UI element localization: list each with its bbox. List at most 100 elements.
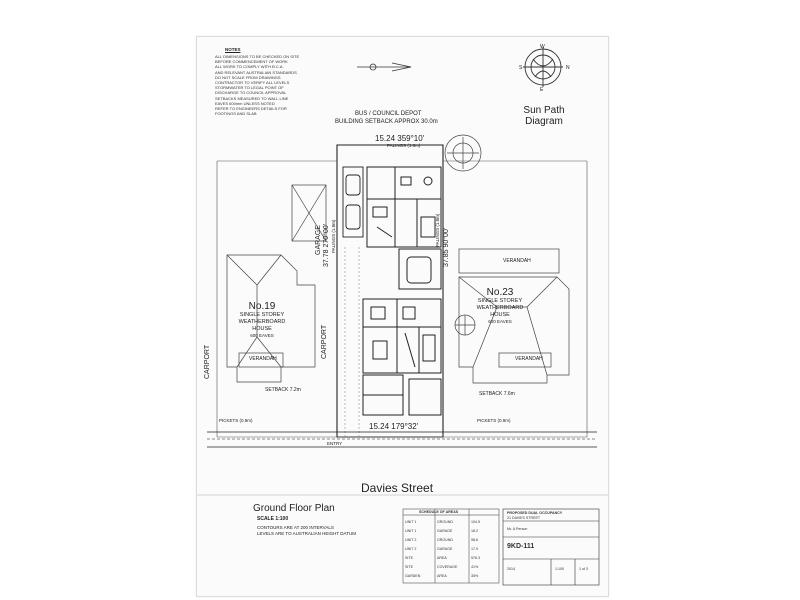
plan-note2: LEVELS ARE TO AUSTRALIAN HEIGHT DATUM (257, 531, 356, 536)
schedule-cell: SITE (405, 556, 413, 560)
no23-number: No.23 (486, 287, 514, 298)
site-boundary (336, 144, 444, 438)
garage-label: GARAGE (315, 225, 322, 255)
compass-e: E (540, 87, 544, 93)
schedule-cell: GARDEN (405, 574, 421, 578)
no23-line3: HOUSE (490, 312, 510, 318)
compass-s: S (519, 65, 523, 71)
no23-eaves: 600 EAVES (488, 319, 512, 324)
street-name: Davies Street (361, 481, 434, 495)
plan-note1: CONTOURS ARE AT 200 INTERVALS (257, 525, 334, 530)
pickets-right-label: PICKETS (0.9m) (477, 418, 511, 423)
left-boundary-group: GARAGE (315, 225, 322, 255)
house-no19-outline (226, 254, 316, 383)
title-block (502, 508, 600, 586)
verandah-left-label: VERANDAH (249, 356, 277, 362)
notes-line: AND RELEVANT AUSTRALIAN STANDARDS (215, 69, 297, 75)
plan-title: Ground Floor Plan (253, 503, 335, 514)
driveway (344, 247, 360, 437)
setback-right-label: SETBACK 7.6m (479, 391, 515, 397)
neighbour-garage (291, 184, 327, 242)
no19-eaves: 600 EAVES (250, 333, 274, 338)
tree-icons (444, 134, 482, 336)
schedule-cell: 41% (471, 565, 479, 569)
rear-label-line2: BUILDING SETBACK APPROX 30.0m (335, 119, 438, 125)
left-palings-label: PALINGS (1.8m) (331, 219, 336, 253)
drawing-sheet: NOTES ALL DIMENSIONS TO BE CHECKED ON SI… (196, 36, 609, 597)
schedule-table (402, 508, 500, 584)
verandah-top-right-label: VERANDAH (503, 258, 531, 264)
schedule-cell: UNIT 2 (405, 547, 417, 551)
no19-number: No.19 (248, 301, 276, 312)
schedule-cell: 98.6 (471, 538, 478, 542)
compass-rose-icon (523, 47, 563, 87)
title-block-address: 21 DAVIES STREET (507, 516, 541, 520)
front-fence (207, 431, 597, 448)
title-block-drawing-number: 9KD-111 (507, 543, 535, 550)
title-block-date: 2014 (507, 567, 515, 571)
house-no23-label: No.23 SINGLE STOREY WEATHERBOARD HOUSE 6… (467, 287, 533, 325)
compass-n: N (566, 65, 570, 71)
sun-path-title-line1: Sun Path (523, 105, 565, 116)
unit1-garage (398, 248, 442, 290)
right-boundary-dimension: 37.85 90°00' (443, 227, 450, 267)
notes-line: REFER TO ENGINEERS DETAILS FOR (215, 106, 287, 112)
title-block-project: PROPOSED DUAL OCCUPANCY (507, 511, 563, 515)
schedule-row: UNIT 2 GROUND 98.6 (405, 537, 497, 546)
verandah-right-label: VERANDAH (515, 356, 543, 362)
sun-path-title-line2: Diagram (525, 116, 563, 127)
no23-line1: SINGLE STOREY (477, 298, 523, 304)
schedule-cell: 576.3 (471, 556, 480, 560)
schedule-heading: SCHEDULE OF AREAS (419, 510, 459, 514)
schedule-cell: GARAGE (437, 529, 453, 533)
rear-label-line1: BUS / COUNCIL DEPOT (355, 111, 422, 117)
schedule-cell: COVERAGE (437, 565, 458, 569)
schedule-cell: 35% (471, 574, 479, 578)
notes-line: ALL WORK TO COMPLY WITH B.C.A. (215, 64, 284, 70)
sun-path-title: Sun Path Diagram (519, 105, 569, 127)
no19-line3: HOUSE (252, 326, 272, 332)
title-block-scale: 1:100 (555, 567, 564, 571)
plan-drawing (197, 47, 608, 586)
entry-label: ENTRY (327, 441, 343, 446)
no23-line2: WEATHERBOARD (476, 305, 524, 311)
rear-boundary-dimension: 15.24 359°10' (375, 134, 425, 143)
schedule-cell: UNIT 2 (405, 538, 417, 542)
schedule-row: UNIT 1 GARAGE 18.2 (405, 528, 497, 537)
notes-line: ALL DIMENSIONS TO BE CHECKED ON SITE (215, 54, 300, 59)
schedule-cell: GROUND (437, 538, 453, 542)
schedule-cell: UNIT 1 (405, 520, 417, 524)
notes-line: BEFORE COMMENCEMENT OF WORK (215, 59, 288, 65)
title-block-sheet: 1 of 3 (579, 567, 588, 571)
front-boundary-dimension: 15.24 179°32' (369, 422, 419, 431)
notes-heading: NOTES (225, 47, 241, 52)
no19-line1: SINGLE STOREY (239, 312, 285, 318)
notes-line: FOOTINGS AND SLAB (215, 111, 257, 117)
unit1-plan (366, 166, 442, 248)
carport-left-label: CARPORT (204, 344, 211, 379)
schedule-cell: AREA (437, 556, 447, 560)
schedule-cell: GARAGE (437, 547, 453, 551)
notes-line: CONTRACTOR TO VERIFY ALL LEVELS (215, 80, 290, 86)
right-palings-label: PALINGS (1.8m) (435, 213, 440, 247)
carport-center-label: CARPORT (321, 324, 328, 359)
rear-fence-label: PALINGS (1.8m) (387, 143, 421, 148)
notes-line: EAVES 600mm UNLESS NOTED (215, 100, 275, 106)
unit2-garage (362, 374, 442, 416)
schedule-row: UNIT 1 GROUND 104.5 (405, 519, 497, 528)
driveway-car-rear (342, 166, 364, 238)
schedule-cell: UNIT 1 (405, 529, 417, 533)
north-arrow-icon (357, 62, 412, 72)
house-no23-outline (458, 248, 570, 384)
schedule-cell: 18.2 (471, 529, 478, 533)
notes-line: SETBACKS MEASURED TO WALL LINE (215, 95, 289, 101)
notes-line: STORMWATER TO LEGAL POINT OF (215, 85, 284, 91)
schedule-cell: GROUND (437, 520, 453, 524)
schedule-cell: 104.5 (471, 520, 480, 524)
house-no19-label: No.19 SINGLE STOREY WEATHERBOARD HOUSE 6… (237, 301, 287, 339)
